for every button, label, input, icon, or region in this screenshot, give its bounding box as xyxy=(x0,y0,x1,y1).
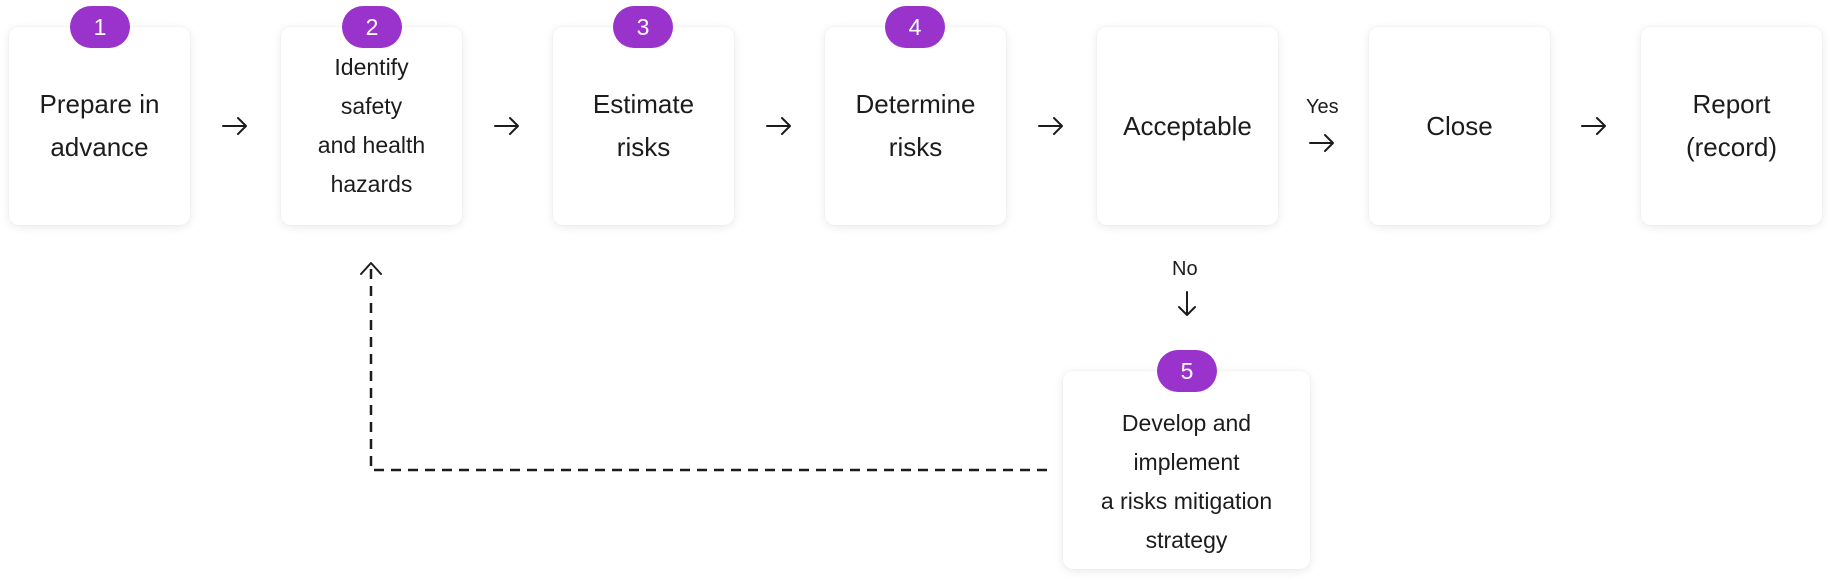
step-number-badge-5: 5 xyxy=(1157,350,1217,392)
step-card-identify-hazards: Identify safety and health hazards xyxy=(281,27,462,225)
no-branch-label: No xyxy=(1172,258,1198,280)
arrow-up-icon xyxy=(360,262,382,275)
step-label-line: hazards xyxy=(330,171,413,197)
arrow-right-icon xyxy=(766,117,791,135)
arrow-right-icon xyxy=(1038,117,1063,135)
step-label-determine-risks: Determine risks xyxy=(831,83,1001,169)
step-label-line: advance xyxy=(50,132,149,162)
step-label-line: implement xyxy=(1133,449,1240,475)
arrow-right-icon xyxy=(1309,134,1334,152)
decision-card-acceptable: Acceptable xyxy=(1097,27,1278,225)
arrow-right-icon xyxy=(222,117,247,135)
close-label: Close xyxy=(1426,110,1493,141)
step-card-estimate-risks: Estimate risks xyxy=(553,27,734,225)
step-number-badge-4: 4 xyxy=(885,6,945,48)
arrow-right-icon xyxy=(1581,117,1606,135)
step-label-line: risks xyxy=(888,132,943,162)
decision-label: Acceptable xyxy=(1123,110,1252,141)
report-label: Report (record) xyxy=(1647,83,1817,169)
step-label-line: Prepare in xyxy=(39,89,160,119)
step-label-line: safety xyxy=(340,93,403,119)
step-card-close: Close xyxy=(1369,27,1550,225)
step-label-prepare: Prepare in advance xyxy=(15,83,185,169)
step-number-badge-1: 1 xyxy=(70,6,130,48)
yes-branch-label: Yes xyxy=(1306,96,1339,118)
step-label-line: Develop and xyxy=(1121,410,1252,436)
step-number-badge-3: 3 xyxy=(613,6,673,48)
step-number-badge-2: 2 xyxy=(342,6,402,48)
step-label-line: Identify xyxy=(334,54,409,80)
step-card-mitigation: Develop and implement a risks mitigation… xyxy=(1063,371,1310,569)
arrow-down-icon xyxy=(1178,291,1196,316)
report-label-line: (record) xyxy=(1685,132,1777,162)
arrow-right-icon xyxy=(494,117,519,135)
dashed-loop-line xyxy=(369,265,1047,472)
step-label-identify-hazards: Identify safety and health hazards xyxy=(292,48,452,204)
report-label-line: Report xyxy=(1692,89,1771,119)
step-label-line: Determine xyxy=(855,89,976,119)
step-card-report: Report (record) xyxy=(1641,27,1822,225)
step-label-line: a risks mitigation xyxy=(1100,488,1273,514)
step-label-line: risks xyxy=(616,132,671,162)
step-label-line: and health xyxy=(317,132,426,158)
step-label-mitigation: Develop and implement a risks mitigation… xyxy=(1072,380,1302,560)
step-card-prepare: Prepare in advance xyxy=(9,27,190,225)
step-card-determine-risks: Determine risks xyxy=(825,27,1006,225)
step-label-line: Estimate xyxy=(592,89,695,119)
step-label-estimate-risks: Estimate risks xyxy=(559,83,729,169)
step-label-line: strategy xyxy=(1145,527,1228,553)
